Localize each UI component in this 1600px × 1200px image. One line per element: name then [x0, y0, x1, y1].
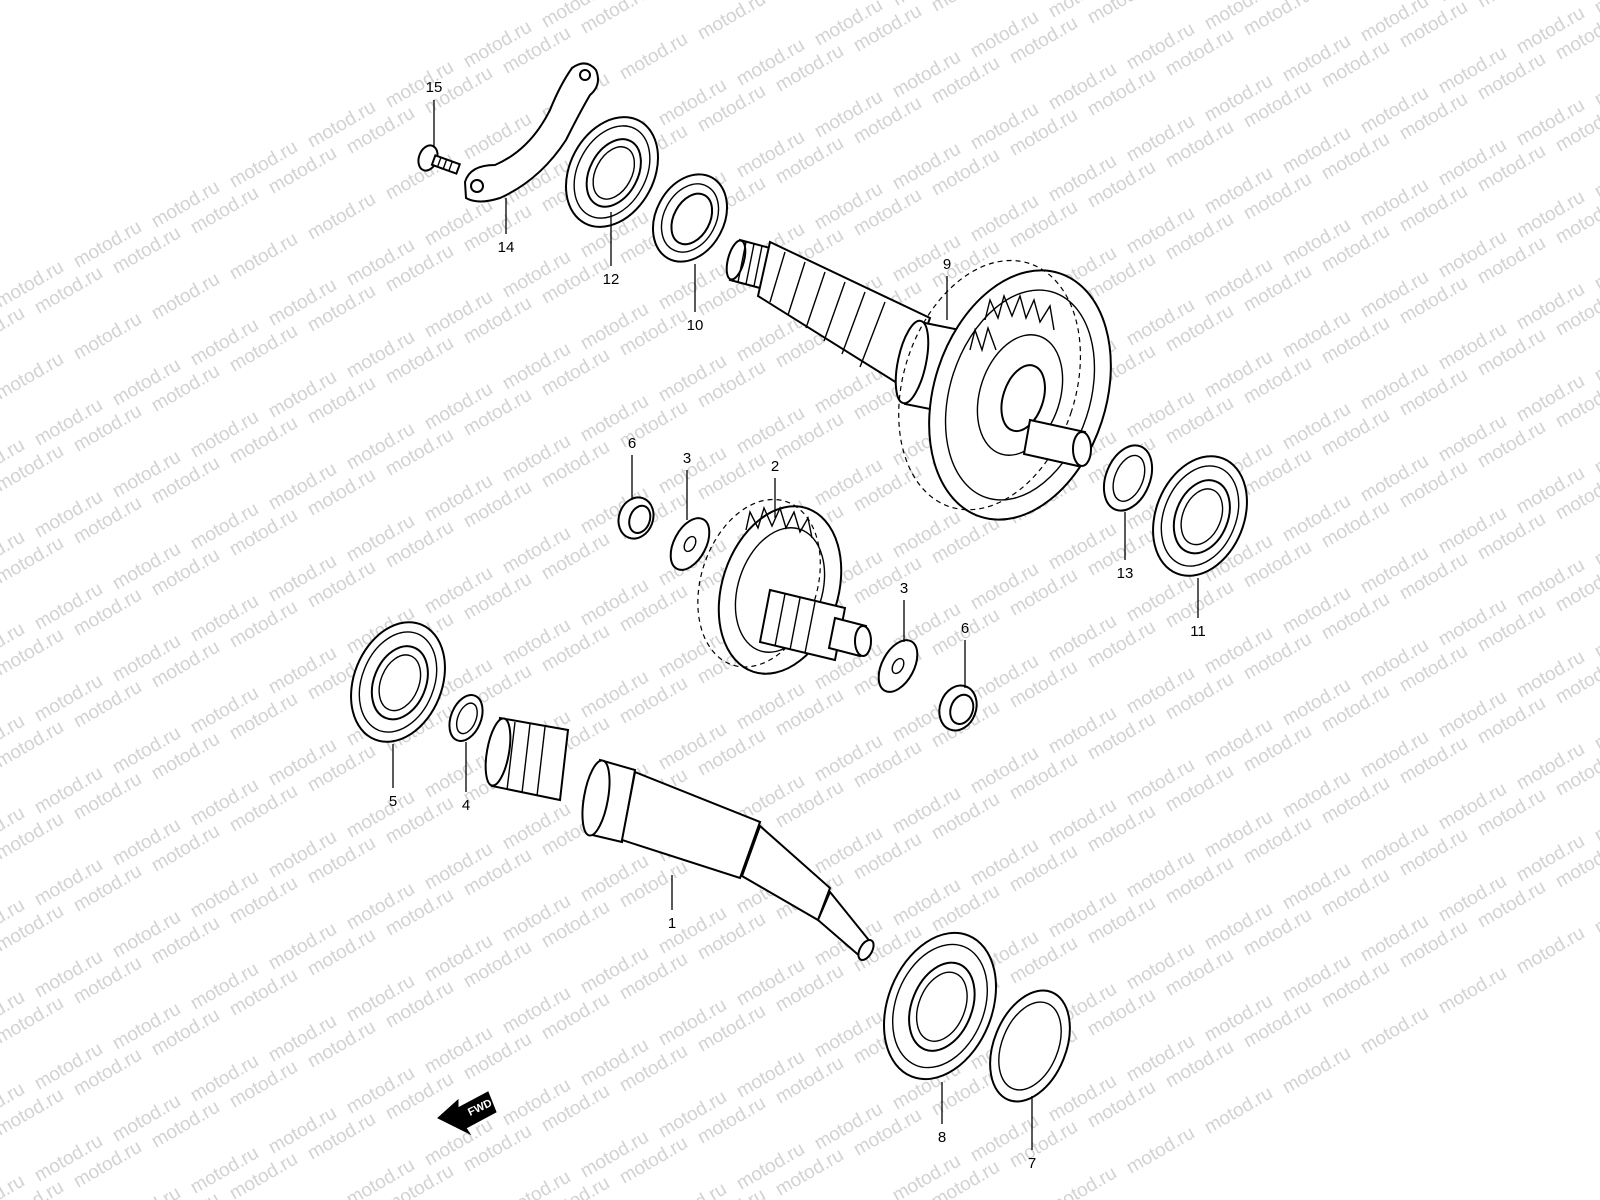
callout-5: 5	[389, 793, 397, 810]
watermark-text: motod.ru	[1591, 699, 1600, 755]
watermark-text: motod.ru	[148, 269, 223, 325]
watermark-text: motod.ru	[1591, 147, 1600, 203]
watermark-text: motod.ru	[1591, 515, 1600, 571]
callout-8: 8	[938, 1129, 946, 1146]
watermark-text: motod.ru	[304, 189, 379, 245]
thrust-washer-part-3-upper	[669, 517, 711, 571]
bracket-plate-part-14	[463, 62, 599, 203]
watermark-text: motod.ru	[109, 1183, 184, 1200]
callout-15: 15	[426, 79, 443, 96]
needle-bearing-part-6-lower	[938, 684, 978, 732]
washer-part-4	[448, 694, 484, 742]
watermark-text: motod.ru	[1591, 55, 1600, 111]
bearing-part-11	[1152, 455, 1248, 577]
callout-2: 2	[771, 458, 779, 475]
watermark-text: motod.ru	[0, 349, 67, 405]
watermark-text: motod.ru	[1591, 239, 1600, 295]
driven-shaft-part-9	[725, 238, 1112, 521]
thrust-washer-part-3-lower	[877, 639, 919, 693]
callout-7: 7	[1028, 1155, 1036, 1172]
watermark-text: motod.ru	[0, 303, 28, 359]
callout-3-lower: 3	[900, 580, 908, 597]
callout-11: 11	[1190, 623, 1206, 640]
watermark-text: motod.ru	[1201, 1083, 1276, 1139]
watermark-text: motod.ru	[616, 29, 691, 85]
oil-seal-part-7	[989, 989, 1071, 1103]
callout-labels: 15 14 12 10 9 6 3 2 3 6 13 11 5 4 1 8 7	[389, 79, 1206, 1172]
screw-part-15	[417, 144, 462, 175]
leader-lines	[392, 100, 1199, 1150]
needle-bearing-part-6-upper	[617, 496, 655, 540]
watermark-text: motod.ru	[1045, 1163, 1120, 1200]
callout-13: 13	[1117, 565, 1134, 582]
watermark-text: motod.ru	[1591, 331, 1600, 387]
bearing-part-8	[883, 931, 997, 1081]
watermark-text: motod.ru	[1591, 0, 1600, 18]
bearing-part-12	[564, 116, 660, 228]
callout-6-upper: 6	[628, 435, 636, 452]
watermark-text: motod.ru	[1435, 963, 1510, 1019]
callout-6-lower: 6	[961, 620, 969, 637]
callout-1: 1	[668, 915, 676, 932]
watermark-text: motod.ru	[1591, 883, 1600, 939]
watermark-text: motod.ru	[1591, 791, 1600, 847]
watermark-text: motod.ru	[1279, 1043, 1354, 1099]
watermark-text: motod.ru	[1591, 423, 1600, 479]
watermark-text: motod.ru	[70, 309, 145, 365]
watermark-text: motod.ru	[1591, 607, 1600, 663]
watermark-text: motod.ru	[1084, 0, 1159, 28]
watermark-text: motod.ru	[694, 0, 769, 44]
washer-part-13	[1102, 444, 1154, 512]
watermark-text: motod.ru	[772, 0, 847, 4]
watermark-text: motod.ru	[928, 0, 1003, 16]
watermark-text: motod.ru	[1513, 923, 1588, 979]
bearing-part-5	[350, 621, 446, 743]
callout-14: 14	[498, 239, 515, 256]
watermark-text: motod.ru	[655, 1179, 730, 1200]
watermark-text: motod.ru	[1357, 1003, 1432, 1059]
callout-4: 4	[462, 797, 470, 814]
watermark-text: motod.ru	[1123, 1123, 1198, 1179]
oil-seal-part-10	[652, 173, 728, 263]
countershaft-gear-part-2	[697, 498, 872, 675]
callout-3-upper: 3	[683, 450, 691, 467]
watermark-text: motod.ru	[226, 229, 301, 285]
callout-12: 12	[603, 271, 620, 288]
callout-10: 10	[687, 317, 704, 334]
drive-shaft-part-1	[484, 716, 875, 961]
fwd-direction-arrow-icon: FWD	[437, 1091, 497, 1136]
callout-9: 9	[943, 256, 951, 273]
watermark-text: motod.ru	[1474, 0, 1549, 12]
